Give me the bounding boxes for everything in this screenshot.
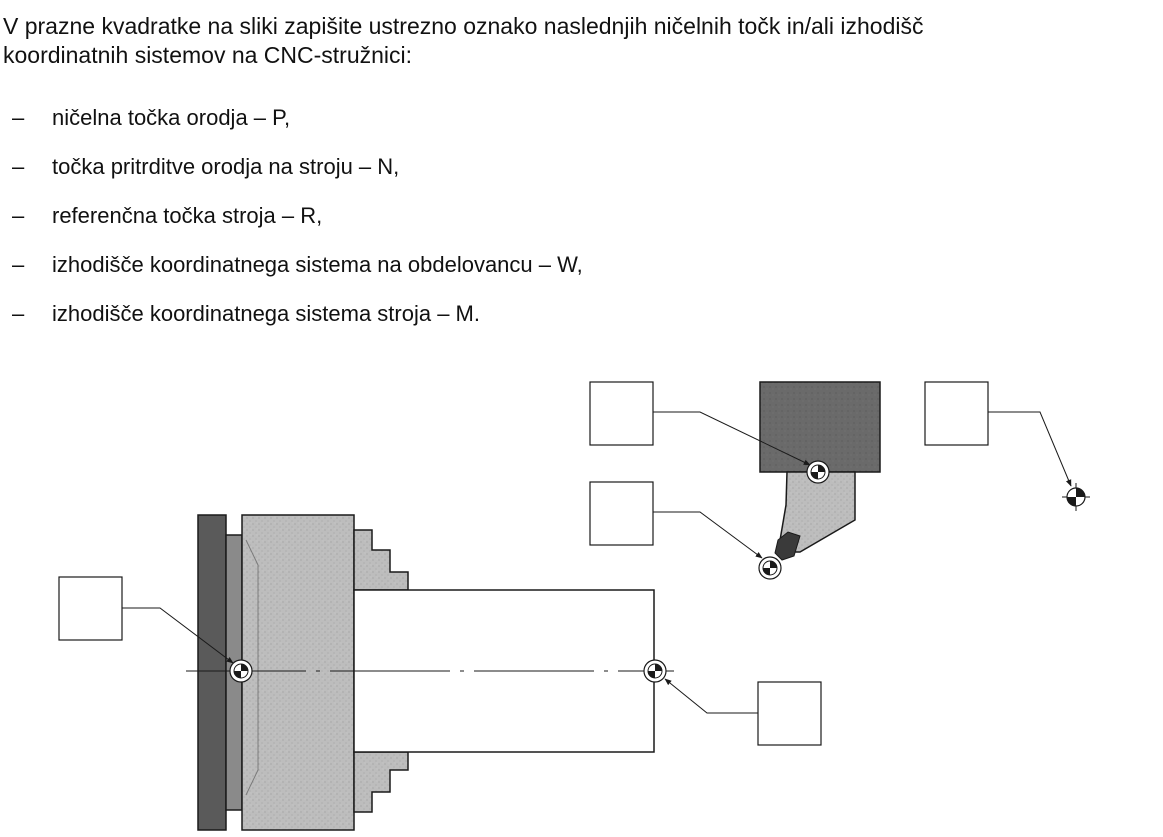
answer-box-2[interactable] [589, 481, 654, 546]
chuck-recess-line [245, 539, 259, 796]
answer-box-3[interactable] [924, 381, 989, 446]
point-symbol-machine-origin [229, 659, 253, 683]
leader-line-3 [988, 411, 1072, 487]
bullet-dash: – [12, 252, 25, 277]
item-text: ničelna točka orodja – P, [52, 105, 291, 130]
bullet-dash: – [12, 154, 25, 179]
instruction-line-2: koordinatnih sistemov na CNC-stružnici: [3, 42, 413, 68]
answer-box-5[interactable] [757, 681, 822, 746]
instruction-text: V prazne kvadratke na sliki zapišite ust… [3, 12, 1163, 70]
list-item: – ničelna točka orodja – P, [0, 93, 583, 142]
chuck-jaw-lower [353, 751, 409, 813]
chuck-body [241, 514, 355, 831]
bullet-dash: – [12, 203, 25, 228]
leader-line-4 [122, 607, 234, 664]
point-symbol-workpiece-origin [643, 659, 667, 683]
list-item: – referenčna točka stroja – R, [0, 191, 583, 240]
leader-line-1 [653, 411, 811, 466]
list-item: – izhodišče koordinatnega sistema na obde… [0, 240, 583, 289]
leader-line-2 [653, 511, 763, 559]
bullet-dash: – [12, 301, 25, 326]
item-text: točka pritrditve orodja na stroju – N, [52, 154, 400, 179]
item-text: izhodišče koordinatnega sistema na obdel… [52, 252, 583, 277]
chuck-back-plate [197, 514, 227, 831]
list-item: – izhodišče koordinatnega sistema stroja … [0, 289, 583, 338]
item-text: referenčna točka stroja – R, [52, 203, 323, 228]
point-symbol-tool-holder [806, 460, 830, 484]
tool-insert [774, 531, 801, 561]
chuck-jaw-upper [353, 529, 409, 591]
point-symbol-tool-tip [758, 556, 782, 580]
tool-holder [759, 381, 881, 473]
answer-box-4[interactable] [58, 576, 123, 641]
bullet-dash: – [12, 105, 25, 130]
tool-shank [777, 471, 856, 553]
leader-line-5 [664, 678, 758, 714]
instruction-line-1: V prazne kvadratke na sliki zapišite ust… [3, 13, 924, 39]
point-list: – ničelna točka orodja – P, – točka pritrd… [0, 93, 583, 338]
item-text: izhodišče koordinatnega sistema stroja –… [52, 301, 480, 326]
answer-box-1[interactable] [589, 381, 654, 446]
point-symbol-reference [1062, 483, 1090, 511]
list-item: – točka pritrditve orodja na stroju – N, [0, 142, 583, 191]
